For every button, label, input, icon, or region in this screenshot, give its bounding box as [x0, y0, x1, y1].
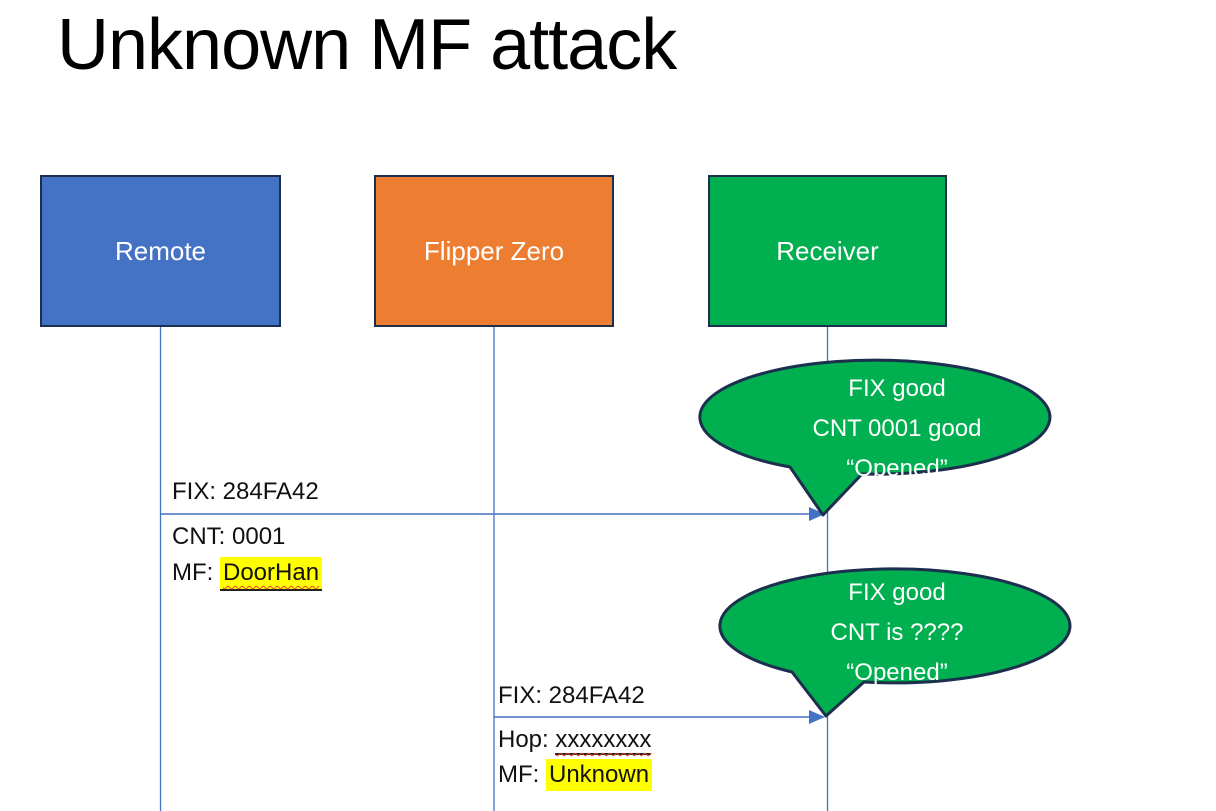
message2-line-mf: MF: Unknown	[498, 759, 653, 791]
callout1-text: FIX good CNT 0001 good “Opened”	[722, 369, 1072, 489]
message1-line-fix: FIX: 284FA42	[172, 478, 319, 505]
actor-label: Remote	[114, 235, 207, 266]
arrowhead-icon	[809, 507, 825, 521]
message1-mf-prefix: MF:	[172, 559, 220, 586]
message2-hop-prefix: Hop:	[498, 726, 556, 753]
callout2-line1: FIX good	[848, 579, 946, 606]
arrowhead-icon	[809, 710, 825, 724]
actor-box-receiver: Receiver	[708, 175, 947, 327]
slide-title: Unknown MF attack	[57, 5, 677, 85]
actor-box-flipper-zero: Flipper Zero	[374, 175, 614, 327]
actor-label: Flipper Zero	[423, 235, 565, 266]
message2-line-fix: FIX: 284FA42	[498, 682, 645, 709]
callout2-line3: “Opened”	[846, 659, 948, 686]
message2-mf-value-highlighted: Unknown	[546, 759, 653, 791]
callout1-line1: FIX good	[848, 375, 946, 402]
actor-box-remote: Remote	[40, 175, 281, 327]
message1-line-cnt: CNT: 0001	[172, 523, 286, 550]
callout2-line2: CNT is ????	[830, 619, 964, 646]
message2-mf-prefix: MF:	[498, 761, 546, 788]
callout1-line3: “Opened”	[846, 455, 948, 482]
speech-bubble-2	[718, 567, 1072, 718]
message2-hop-value: xxxxxxxx	[555, 726, 652, 755]
speech-bubble-1	[698, 358, 1052, 517]
callout2-text: FIX good CNT is ???? “Opened”	[722, 573, 1072, 693]
actor-label: Receiver	[776, 235, 879, 266]
message1-mf-value-highlighted: DoorHan	[220, 557, 323, 591]
callout1-line2: CNT 0001 good	[812, 415, 982, 442]
message1-line-mf: MF: DoorHan	[172, 557, 323, 591]
message2-line-hop: Hop: xxxxxxxx	[498, 725, 652, 755]
